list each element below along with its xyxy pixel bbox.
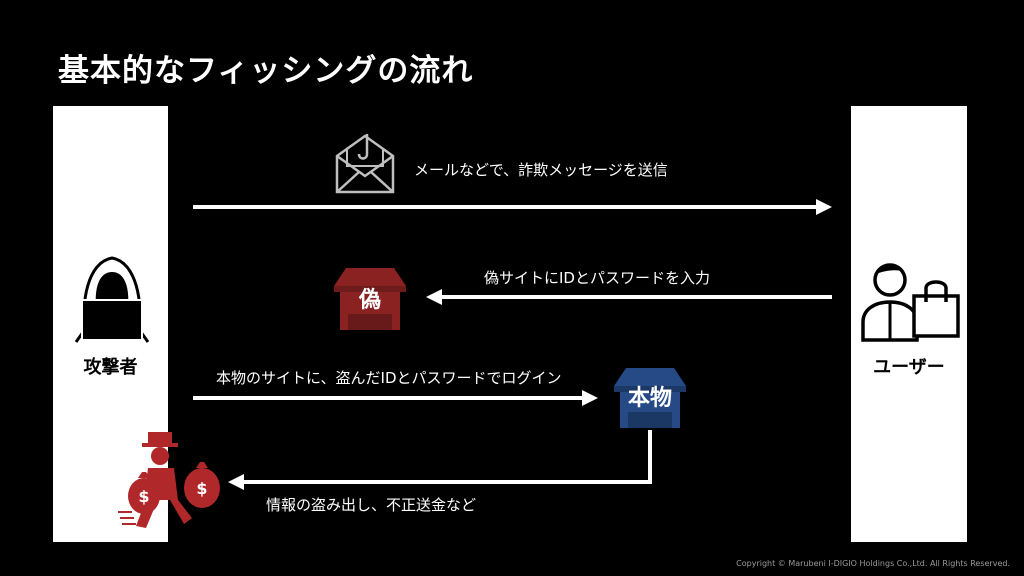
real-site-label: 本物 <box>627 386 672 411</box>
step-enter-credentials-text: 偽サイトにIDとパスワードを入力 <box>484 269 710 287</box>
hacker-icon <box>74 256 150 343</box>
attacker-label: 攻撃者 <box>83 357 138 378</box>
svg-text:$: $ <box>138 487 149 506</box>
thief-money-bags-icon: $ $ <box>118 432 220 528</box>
copyright-text: Copyright © Marubeni I-DIGIO Holdings Co… <box>736 559 1010 568</box>
shopping-bag-icon <box>912 280 960 338</box>
fake-site-label: 偽 <box>358 288 381 313</box>
svg-text:$: $ <box>196 479 207 498</box>
user-label: ユーザー <box>873 357 945 378</box>
step-theft-text: 情報の盗み出し、不正送金など <box>266 496 477 514</box>
step-send-message-text: メールなどで、詐欺メッセージを送信 <box>414 161 668 179</box>
step-login-text: 本物のサイトに、盗んだIDとパスワードでログイン <box>216 369 562 387</box>
fake-site-store-icon <box>334 268 406 330</box>
page-title: 基本的なフィッシングの流れ <box>58 53 474 89</box>
real-site-store-icon <box>614 368 686 428</box>
envelope-hook-icon <box>335 134 395 194</box>
